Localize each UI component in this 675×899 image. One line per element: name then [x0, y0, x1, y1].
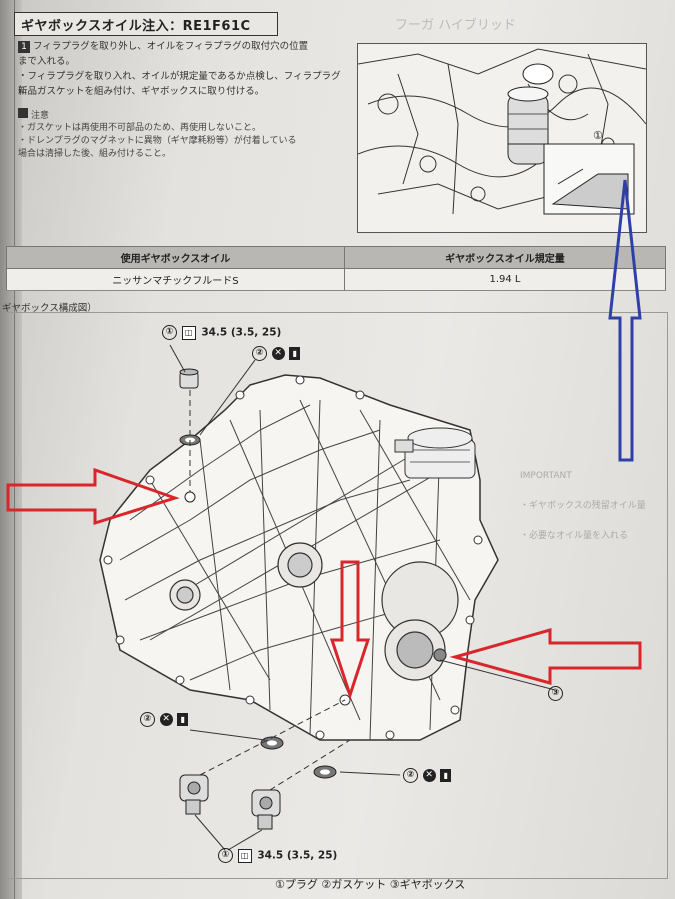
red-arrow-down [329, 560, 371, 700]
section-divider [6, 290, 666, 291]
red-arrow-left [6, 467, 180, 526]
cell-oil-capacity: 1.94 L [343, 268, 667, 291]
bottom-plug-left [179, 774, 209, 815]
bottom-plug-right [251, 789, 281, 830]
number-circle-icon: ① [218, 848, 233, 863]
bg-header: フーガ ハイブリッド [395, 18, 516, 33]
step-text: 新品ガスケットを組み付け、ギヤボックスに取り付ける。 [18, 86, 265, 97]
book-spine [0, 0, 22, 899]
step-text: フィラプラグを取り外し、オイルをフィラプラグの取付穴の位置 [33, 41, 309, 52]
oil-fill-icon: ▮ [177, 713, 189, 726]
red-arrow-right [449, 628, 642, 685]
number-circle-icon: ② [140, 712, 155, 727]
do-not-reuse-icon: ✕ [159, 713, 173, 726]
number-circle-icon: ① [162, 325, 177, 340]
step-text: ・フィラプラグを取り入れ、オイルが規定量であるか点検し、フィラプラグに [18, 71, 341, 96]
torque-value: 34.5 (3.5, 25) [257, 849, 338, 862]
bg-text: IMPORTANT [520, 471, 572, 481]
callout-bottom-plug: ① ◫ 34.5 (3.5, 25) [218, 848, 337, 863]
blue-arrow-up [608, 179, 642, 462]
torque-wrench-icon: ◫ [237, 848, 252, 863]
torque-wrench-icon: ◫ [181, 325, 196, 340]
step-line: ・フィラプラグを取り入れ、オイルが規定量であるか点検し、フィラプラグに [18, 70, 348, 98]
cell-oil-type: ニッサンマチックフルードS [6, 268, 345, 291]
diagram-section-label: ギヤボックス構成図） [2, 303, 97, 314]
bg-text: ・必要なオイル量を入れる [520, 531, 629, 541]
oil-fill-icon: ▮ [289, 347, 301, 360]
section-title: ギヤボックスオイル注入：RE1F61C [21, 19, 251, 34]
number-circle-icon: ③ [548, 686, 563, 701]
bg-text: ・ギヤボックスの残留オイル量 [520, 501, 646, 511]
filter-component [394, 427, 476, 479]
caution-text: ・ドレンプラグのマグネットに異物（ギヤ摩耗粉等）が付着している [18, 136, 297, 146]
header-oil-capacity: ギヤボックスオイル規定量 [343, 246, 667, 269]
engine-bay-drawing [358, 48, 646, 215]
step-line: まで入れる。 [18, 55, 348, 69]
diagram-frame [6, 312, 668, 879]
number-circle-icon: ② [403, 768, 418, 783]
parts-legend-caption: ①プラグ ②ガスケット ③ギヤボックス [275, 878, 466, 891]
oil-spec-table: 使用ギヤボックスオイル ギヤボックスオイル規定量 ニッサンマチックフルードS 1… [6, 246, 667, 291]
do-not-reuse-icon: ✕ [422, 769, 436, 782]
caution-text: ・ガスケットは再使用不可部品のため、再使用しないこと。 [18, 123, 262, 133]
caution-label: 注意 [31, 111, 50, 121]
caution-line: ・ガスケットは再使用不可部品のため、再使用しないこと。 [18, 122, 348, 135]
table-row: ニッサンマチックフルードS 1.94 L [6, 268, 667, 291]
callout-gearbox: ③ [548, 686, 564, 701]
callout-mid-gasket: ② ✕ ▮ [140, 712, 189, 727]
step-text: まで入れる。 [18, 56, 76, 67]
engine-photo-illustration: ① [357, 43, 647, 233]
photo-callout: ① [593, 129, 603, 142]
torque-value: 34.5 (3.5, 25) [201, 326, 282, 339]
oil-fill-icon: ▮ [440, 769, 452, 782]
callout-top-gasket: ② ✕ ▮ [252, 346, 301, 361]
number-circle-icon: ② [252, 346, 267, 361]
table-header-row: 使用ギヤボックスオイル ギヤボックスオイル規定量 [6, 246, 667, 269]
step-number-badge: 1 [18, 41, 30, 53]
step-line: 新品ガスケットを組み付け、ギヤボックスに取り付ける。 [18, 85, 348, 99]
caution-text: 場合は清掃した後、組み付けること。 [18, 149, 172, 159]
top-plug [179, 368, 199, 389]
inset-detail [543, 143, 635, 215]
bottom-gasket-left [260, 736, 284, 750]
header-oil-type: 使用ギヤボックスオイル [6, 246, 345, 269]
do-not-reuse-icon: ✕ [271, 347, 285, 360]
caution-line: ・ドレンプラグのマグネットに異物（ギヤ摩耗粉等）が付着している [18, 135, 348, 148]
section-title-box: ギヤボックスオイル注入：RE1F61C [14, 12, 278, 36]
callout-right-gasket: ② ✕ ▮ [403, 768, 452, 783]
caution-heading: 注意 [18, 108, 348, 123]
callout-top-plug: ① ◫ 34.5 (3.5, 25) [162, 325, 281, 340]
spine-line [14, 0, 15, 899]
bottom-gasket-right [313, 765, 337, 779]
oil-filter-drawing [507, 63, 554, 165]
caution-line: 場合は清掃した後、組み付けること。 [18, 148, 348, 161]
housing-bores [169, 542, 459, 681]
